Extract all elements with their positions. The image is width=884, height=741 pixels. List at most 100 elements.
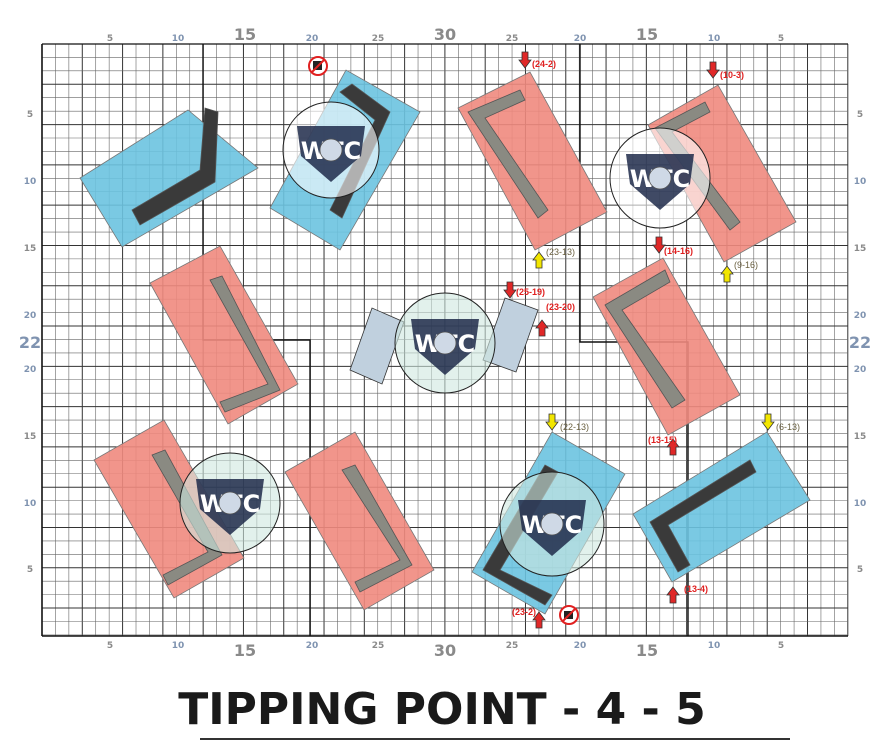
axis-tick-label: 5: [107, 34, 113, 44]
no-hand-icon: [559, 605, 579, 625]
axis-tick-label: 15: [234, 641, 256, 660]
axis-tick-label: 20: [24, 365, 37, 375]
mobile-goal: WTC: [282, 101, 380, 199]
arrow-icon: [720, 265, 734, 283]
page-title: TIPPING POINT - 4 - 5: [178, 684, 706, 735]
black-l-barrier: [649, 459, 757, 573]
axis-tick-label: 5: [857, 565, 863, 575]
axis-tick-label: 5: [778, 641, 784, 651]
axis-tick-label: 5: [27, 565, 33, 575]
title-underline: [200, 738, 790, 740]
marker-red-arrow: (24-2): [518, 51, 556, 69]
goal-center: [540, 512, 564, 536]
axis-tick-label: 22: [19, 333, 41, 352]
axis-tick-label: 20: [574, 34, 587, 44]
marker-red-arrow: (13-15): [648, 435, 680, 456]
arrow-icon: [666, 438, 680, 456]
marker-red-arrow: (23-20): [535, 302, 575, 337]
axis-labels: 5 10 15 20 25 30 25 20 15 10 5 5 10 15 20 25 30 25 20 15 10 5…: [19, 25, 871, 660]
arrow-icon: [535, 319, 549, 337]
axis-tick-label: 10: [708, 34, 721, 44]
grey-l-barrier: [467, 89, 549, 219]
goal-center: [433, 331, 457, 355]
axis-tick-label: 10: [854, 177, 867, 187]
axis-tick-label: 10: [708, 641, 721, 651]
axis-tick-label: 15: [636, 25, 658, 44]
axis-tick-label: 20: [854, 311, 867, 321]
axis-tick-label: 25: [506, 641, 519, 651]
axis-tick-label: 10: [854, 499, 867, 509]
axis-tick-label: 25: [372, 641, 385, 651]
axis-tick-label: 10: [24, 177, 37, 187]
marker-yellow-arrow: (22-13): [545, 413, 589, 432]
red-tile: [457, 71, 608, 251]
mobile-goal: WTC: [179, 452, 281, 554]
marker-label: (9-16): [734, 260, 758, 270]
goals: WTCWTCWTCWTCWTC: [179, 101, 711, 577]
axis-tick-label: 10: [172, 34, 185, 44]
marker-yellow-arrow: (9-16): [720, 260, 758, 283]
axis-tick-label: 25: [372, 34, 385, 44]
axis-tick-label: 15: [24, 244, 37, 254]
marker-label: (10-3): [720, 70, 744, 80]
arrow-icon: [503, 281, 517, 299]
axis-tick-label: 30: [434, 25, 456, 44]
goal-center: [218, 491, 242, 515]
arrow-icon: [532, 611, 546, 629]
marker-label: (22-13): [560, 422, 589, 432]
goal-center: [648, 166, 672, 190]
axis-tick-label: 15: [854, 432, 867, 442]
marker-label: (14-16): [664, 246, 693, 256]
marker-label: (23-20): [546, 302, 575, 312]
arrow-icon: [761, 413, 775, 431]
arrow-icon: [518, 51, 532, 69]
marker-red-arrow: (23-2): [512, 607, 546, 629]
axis-tick-label: 5: [778, 34, 784, 44]
axis-tick-label: 30: [434, 641, 456, 660]
axis-tick-label: 15: [636, 641, 658, 660]
red-tile: [647, 84, 797, 263]
goal-center: [319, 138, 343, 162]
grey-l-barrier: [209, 275, 281, 413]
axis-tick-label: 5: [107, 641, 113, 651]
marker-label: (23-2): [512, 607, 536, 617]
black-l-barrier: [131, 107, 219, 226]
marker-yellow-arrow: (6-13): [761, 413, 800, 432]
axis-tick-label: 20: [306, 641, 319, 651]
arrow-icon: [545, 413, 559, 431]
arrow-icon: [652, 236, 666, 254]
marker-red-arrow: (25-19): [503, 281, 545, 299]
axis-tick-label: 15: [24, 432, 37, 442]
marker-label: (13-15): [648, 435, 677, 445]
axis-tick-label: 15: [234, 25, 256, 44]
grey-l-barrier: [341, 464, 413, 593]
marker-red-arrow: (14-16): [652, 236, 693, 256]
axis-tick-label: 15: [854, 244, 867, 254]
marker-yellow-arrow: (23-13): [532, 247, 575, 269]
marker-label: (25-19): [516, 287, 545, 297]
marker-red-arrow: (13-4): [666, 584, 708, 604]
mobile-goal: WTC: [609, 127, 711, 229]
axis-tick-label: 5: [857, 110, 863, 120]
arrow-icon: [532, 251, 546, 269]
axis-tick-label: 5: [27, 110, 33, 120]
axis-tick-label: 10: [172, 641, 185, 651]
axis-tick-label: 20: [574, 641, 587, 651]
arrow-icon: [666, 586, 680, 604]
grey-l-barrier: [151, 449, 223, 586]
platform-right: [482, 297, 539, 373]
no-entry-icon: [308, 56, 328, 76]
axis-tick-label: 20: [306, 34, 319, 44]
axis-tick-label: 25: [506, 34, 519, 44]
marker-red-arrow: (10-3): [706, 61, 744, 80]
axis-tick-label: 20: [854, 365, 867, 375]
platforms: [349, 297, 539, 385]
axis-tick-label: 10: [24, 499, 37, 509]
mobile-goal: WTC: [499, 471, 605, 577]
marker-label: (23-13): [546, 247, 575, 257]
axis-tick-label: 22: [849, 333, 871, 352]
axis-tick-label: 20: [24, 311, 37, 321]
position-markers: (24-2)(10-3)(23-13)(14-16)(9-16)(25-19)(…: [503, 51, 800, 629]
arrow-icon: [706, 61, 720, 79]
